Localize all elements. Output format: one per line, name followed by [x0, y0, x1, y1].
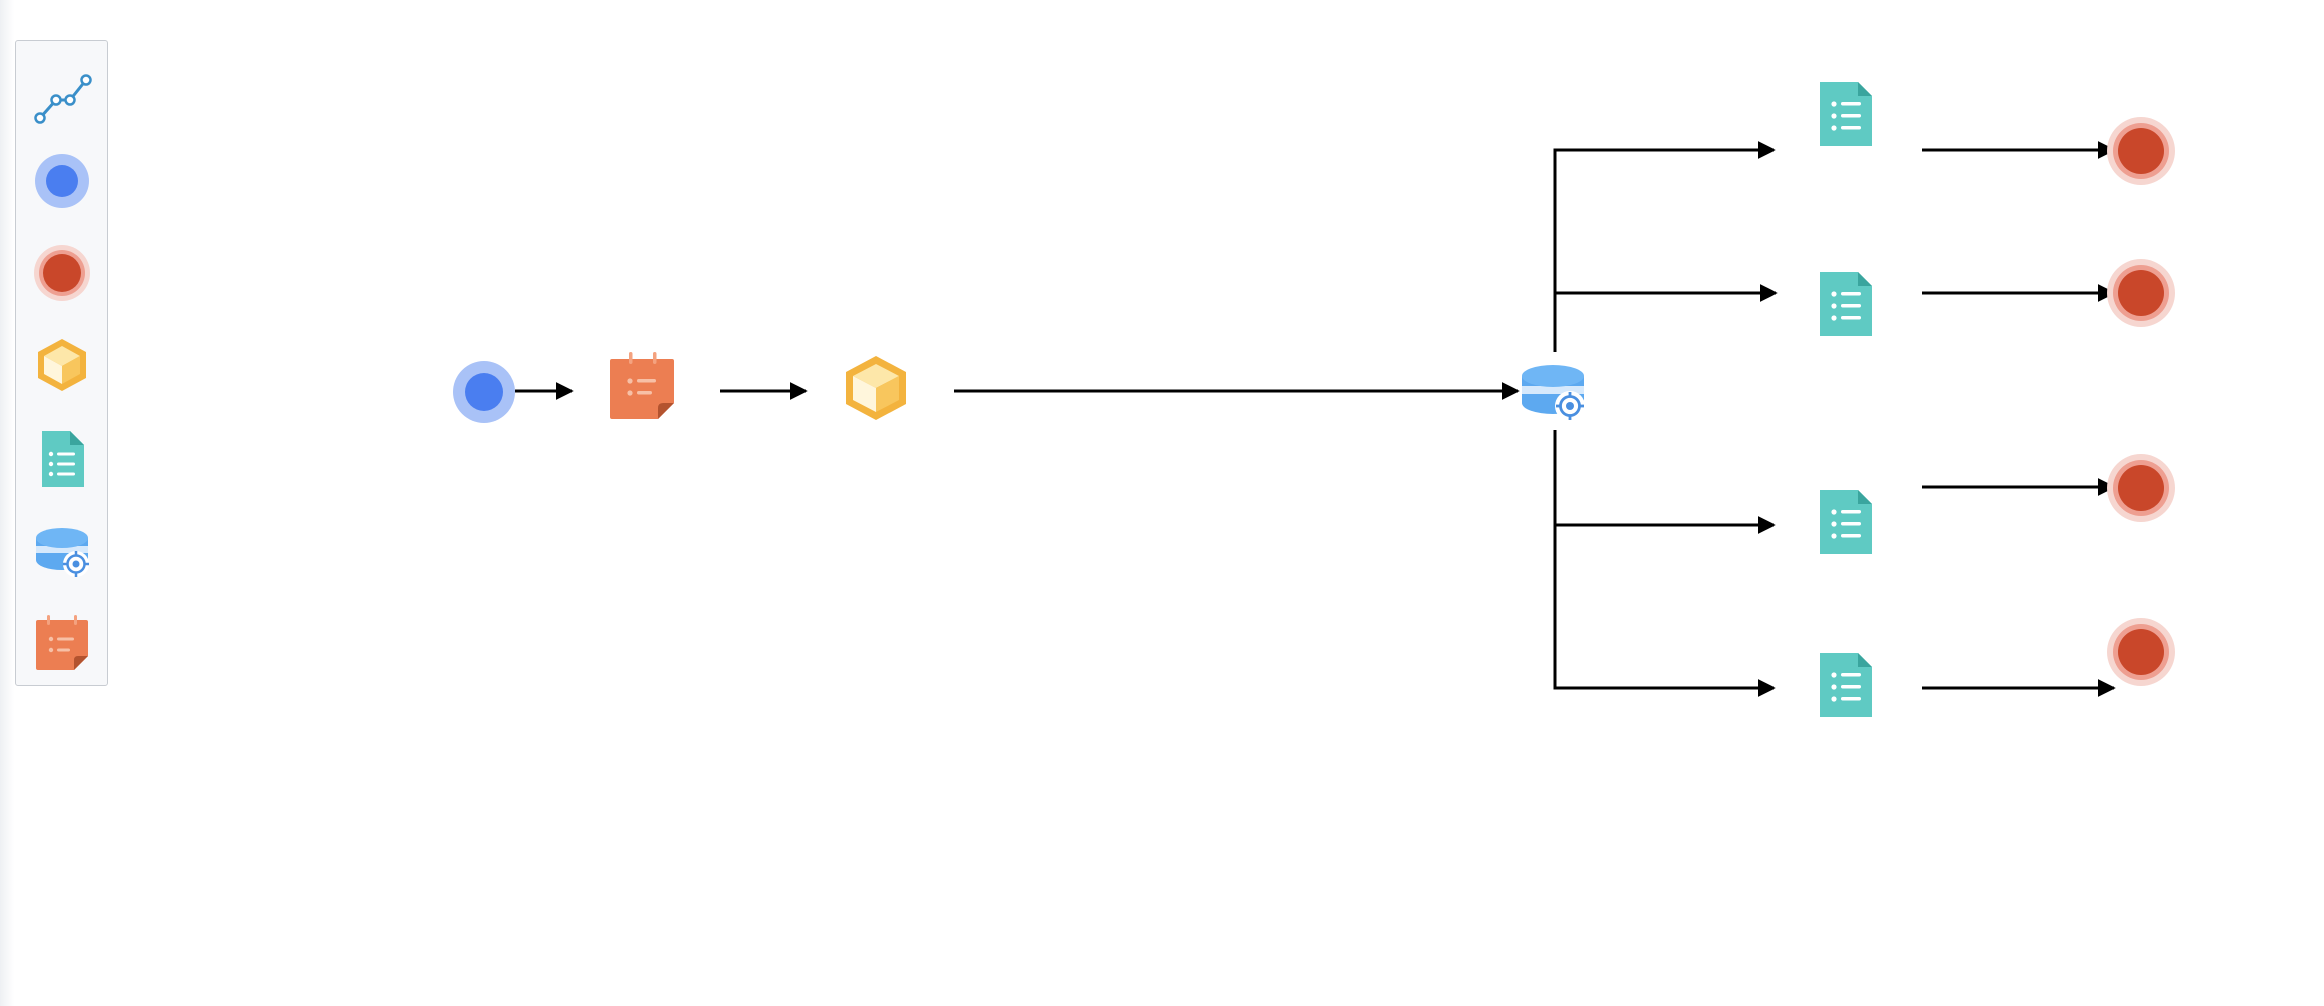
database-settings-icon	[36, 528, 89, 577]
edge-database-doc4[interactable]	[1553, 525, 1776, 697]
node-database[interactable]	[1520, 363, 1587, 423]
edge-database-doc3[interactable]	[1553, 430, 1776, 534]
node-end-event-3[interactable]	[2107, 454, 2175, 522]
node-calendar-task[interactable]	[610, 352, 674, 419]
node-document-2[interactable]	[1820, 272, 1872, 336]
node-start-event[interactable]	[453, 361, 515, 423]
calendar-task-icon	[36, 615, 88, 670]
palette-item-calendar[interactable]	[29, 611, 95, 677]
shape-palette	[15, 40, 108, 686]
package-icon	[38, 339, 86, 391]
node-document-1[interactable]	[1820, 82, 1872, 146]
end-event-icon	[34, 245, 90, 301]
left-gutter	[0, 0, 14, 1006]
palette-item-connector[interactable]	[29, 65, 95, 131]
edge-database-doc1[interactable]	[1553, 141, 1776, 352]
node-document-3[interactable]	[1820, 490, 1872, 554]
document-icon	[42, 431, 84, 487]
palette-item-package[interactable]	[29, 332, 95, 398]
connector-tool-icon	[34, 74, 92, 124]
node-package[interactable]	[846, 356, 906, 420]
palette-item-end-event[interactable]	[29, 240, 95, 306]
node-document-4[interactable]	[1820, 653, 1872, 717]
palette-item-start-event[interactable]	[29, 148, 95, 214]
palette-item-document[interactable]	[29, 426, 95, 492]
node-end-event-4[interactable]	[2107, 618, 2175, 686]
node-end-event-2[interactable]	[2107, 259, 2175, 327]
palette-item-database[interactable]	[29, 517, 95, 583]
start-event-icon	[35, 154, 89, 208]
node-end-event-1[interactable]	[2107, 117, 2175, 185]
